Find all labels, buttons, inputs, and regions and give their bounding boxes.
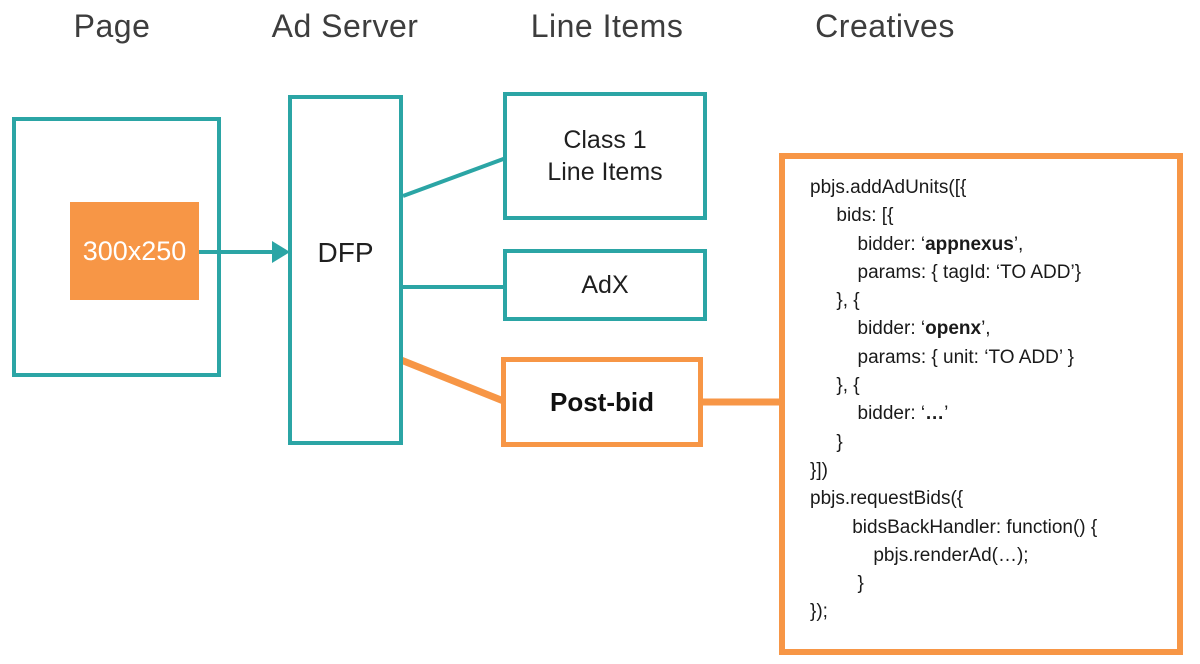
dfp-label: DFP (317, 237, 374, 268)
code-line: pbjs.addAdUnits([{ (810, 177, 967, 198)
code-block: pbjs.addAdUnits([{ bids: [{ bidder: ‘app… (785, 159, 1177, 627)
class1-label-line2: Line Items (547, 158, 663, 186)
adx-label: AdX (581, 270, 629, 299)
postbid-box: Post-bid (501, 357, 703, 447)
code-line: bidder: ‘openx’, (810, 318, 991, 340)
page-box (12, 117, 221, 377)
code-line: pbjs.renderAd(…); (810, 544, 1029, 566)
adslot-to-dfp-arrowhead (272, 241, 290, 263)
code-line: } (810, 431, 843, 453)
dfp-to-class1-line (402, 156, 507, 198)
column-header-ad-server: Ad Server (271, 8, 419, 44)
code-line: params: { unit: ‘TO ADD’ } (810, 346, 1075, 368)
code-line: }); (810, 601, 828, 623)
code-line: pbjs.requestBids({ (810, 488, 964, 510)
ad-slot-label: 300x250 (82, 235, 187, 266)
class1-line-items-box: Class 1 Line Items (503, 92, 707, 220)
code-line: bidsBackHandler: function() { (810, 516, 1098, 538)
code-line: bidder: ‘appnexus’, (810, 233, 1024, 255)
code-line: params: { tagId: ‘TO ADD’} (810, 261, 1082, 283)
dfp-box: DFP (288, 95, 403, 445)
code-line: bidder: ‘…’ (810, 403, 949, 425)
code-line: } (810, 573, 864, 595)
ad-slot-box: 300x250 (70, 202, 199, 300)
creatives-code-box: pbjs.addAdUnits([{ bids: [{ bidder: ‘app… (779, 153, 1183, 655)
dfp-to-postbid-line (399, 356, 508, 406)
code-line: bids: [{ (810, 205, 894, 227)
code-line: }, { (810, 290, 860, 312)
column-header-page: Page (73, 8, 151, 44)
class1-label-line1: Class 1 (563, 126, 647, 154)
adx-box: AdX (503, 249, 707, 321)
postbid-label: Post-bid (550, 386, 654, 417)
code-line: }, { (810, 375, 860, 397)
code-line: }]) (810, 459, 828, 481)
column-header-line-items: Line Items (530, 8, 684, 44)
column-header-creatives: Creatives (815, 8, 955, 44)
